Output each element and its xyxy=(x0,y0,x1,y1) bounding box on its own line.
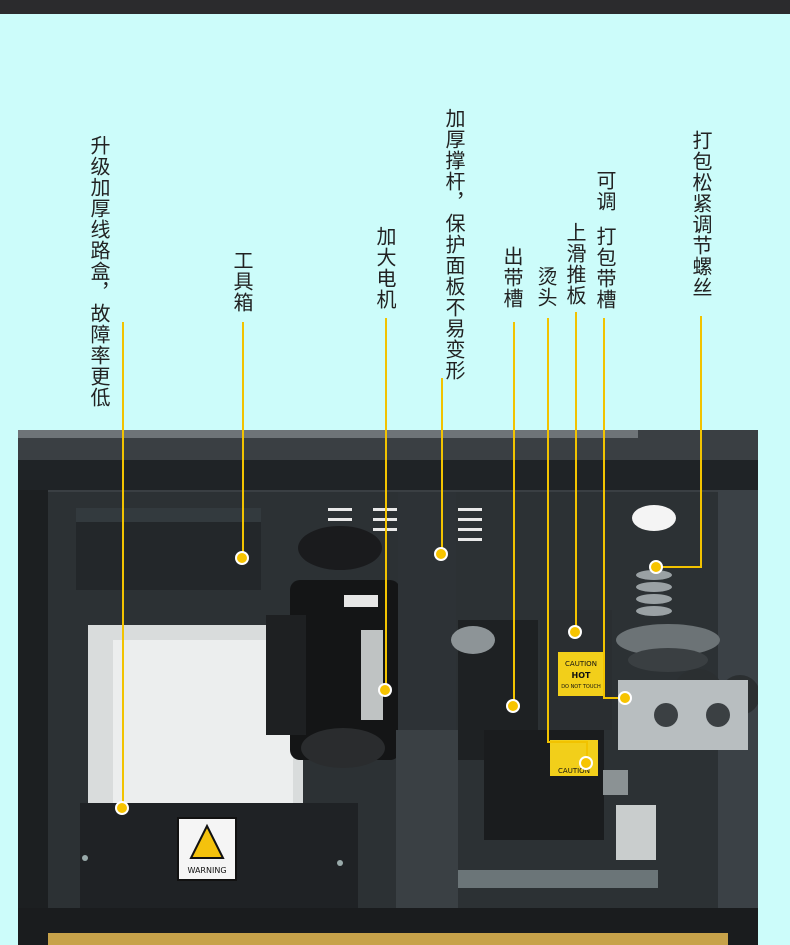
label-junction-box-line1: 升级加厚线路盒 xyxy=(87,135,111,282)
top-bar xyxy=(0,0,790,14)
leader-strut xyxy=(441,378,443,554)
warning-text: WARNING xyxy=(187,866,226,875)
label-junction-box-line2: ，故障率更低 xyxy=(87,282,111,408)
label-heater: 烫头 xyxy=(534,266,558,308)
label-tension-screw: 打包松紧调节螺丝 xyxy=(689,130,713,298)
caution-text-1: CAUTION xyxy=(565,660,597,668)
callout-dot-toolbox xyxy=(235,551,249,565)
leader-junction-box xyxy=(122,322,124,808)
callout-dot-exit-slot xyxy=(506,699,520,713)
label-junction-box: 升级加厚线路盒，故障率更低 xyxy=(87,135,111,408)
callout-dot-heater xyxy=(579,756,593,770)
callout-dot-tension-screw xyxy=(649,560,663,574)
leader-motor xyxy=(385,318,387,690)
label-strap-slot-line1: 可调 xyxy=(593,170,617,212)
leader-heater-horizontal xyxy=(547,741,587,743)
leader-tension-screw xyxy=(700,316,702,568)
leader-strap-slot xyxy=(603,318,605,698)
label-toolbox: 工具箱 xyxy=(230,250,254,313)
callout-dot-strut xyxy=(434,547,448,561)
label-slide-plate: 上滑推板 xyxy=(563,222,587,306)
label-exit-slot: 出带槽 xyxy=(500,246,524,309)
leader-exit-slot xyxy=(513,322,515,706)
label-strut: 加厚撑杆，保护面板不易变形 xyxy=(442,108,466,381)
callout-dot-slide-plate xyxy=(568,625,582,639)
label-strap-slot-line2: 打包带槽 xyxy=(593,226,617,310)
leader-heater-drop xyxy=(586,741,588,763)
packing-machine-photo: CAUTION HOT DO NOT TOUCH CAUTION WARNING xyxy=(18,430,758,945)
leader-tension-screw-horizontal xyxy=(656,566,701,568)
callout-dot-motor xyxy=(378,683,392,697)
caution-text-2: CAUTION xyxy=(558,767,590,775)
hot-text: HOT xyxy=(572,671,591,680)
label-motor: 加大电机 xyxy=(373,226,397,310)
machine-illustration: CAUTION HOT DO NOT TOUCH CAUTION WARNING xyxy=(18,430,758,945)
do-not-touch-text: DO NOT TOUCH xyxy=(561,684,601,690)
leader-toolbox xyxy=(242,322,244,558)
leader-heater xyxy=(547,318,549,742)
label-strut-line2: ，保护面板不易变形 xyxy=(442,192,466,381)
callout-dot-strap-slot xyxy=(618,691,632,705)
label-strut-line1: 加厚撑杆 xyxy=(442,108,466,192)
leader-strap-slot-horizontal xyxy=(603,697,625,699)
callout-dot-junction-box xyxy=(115,801,129,815)
leader-slide-plate xyxy=(575,312,577,632)
